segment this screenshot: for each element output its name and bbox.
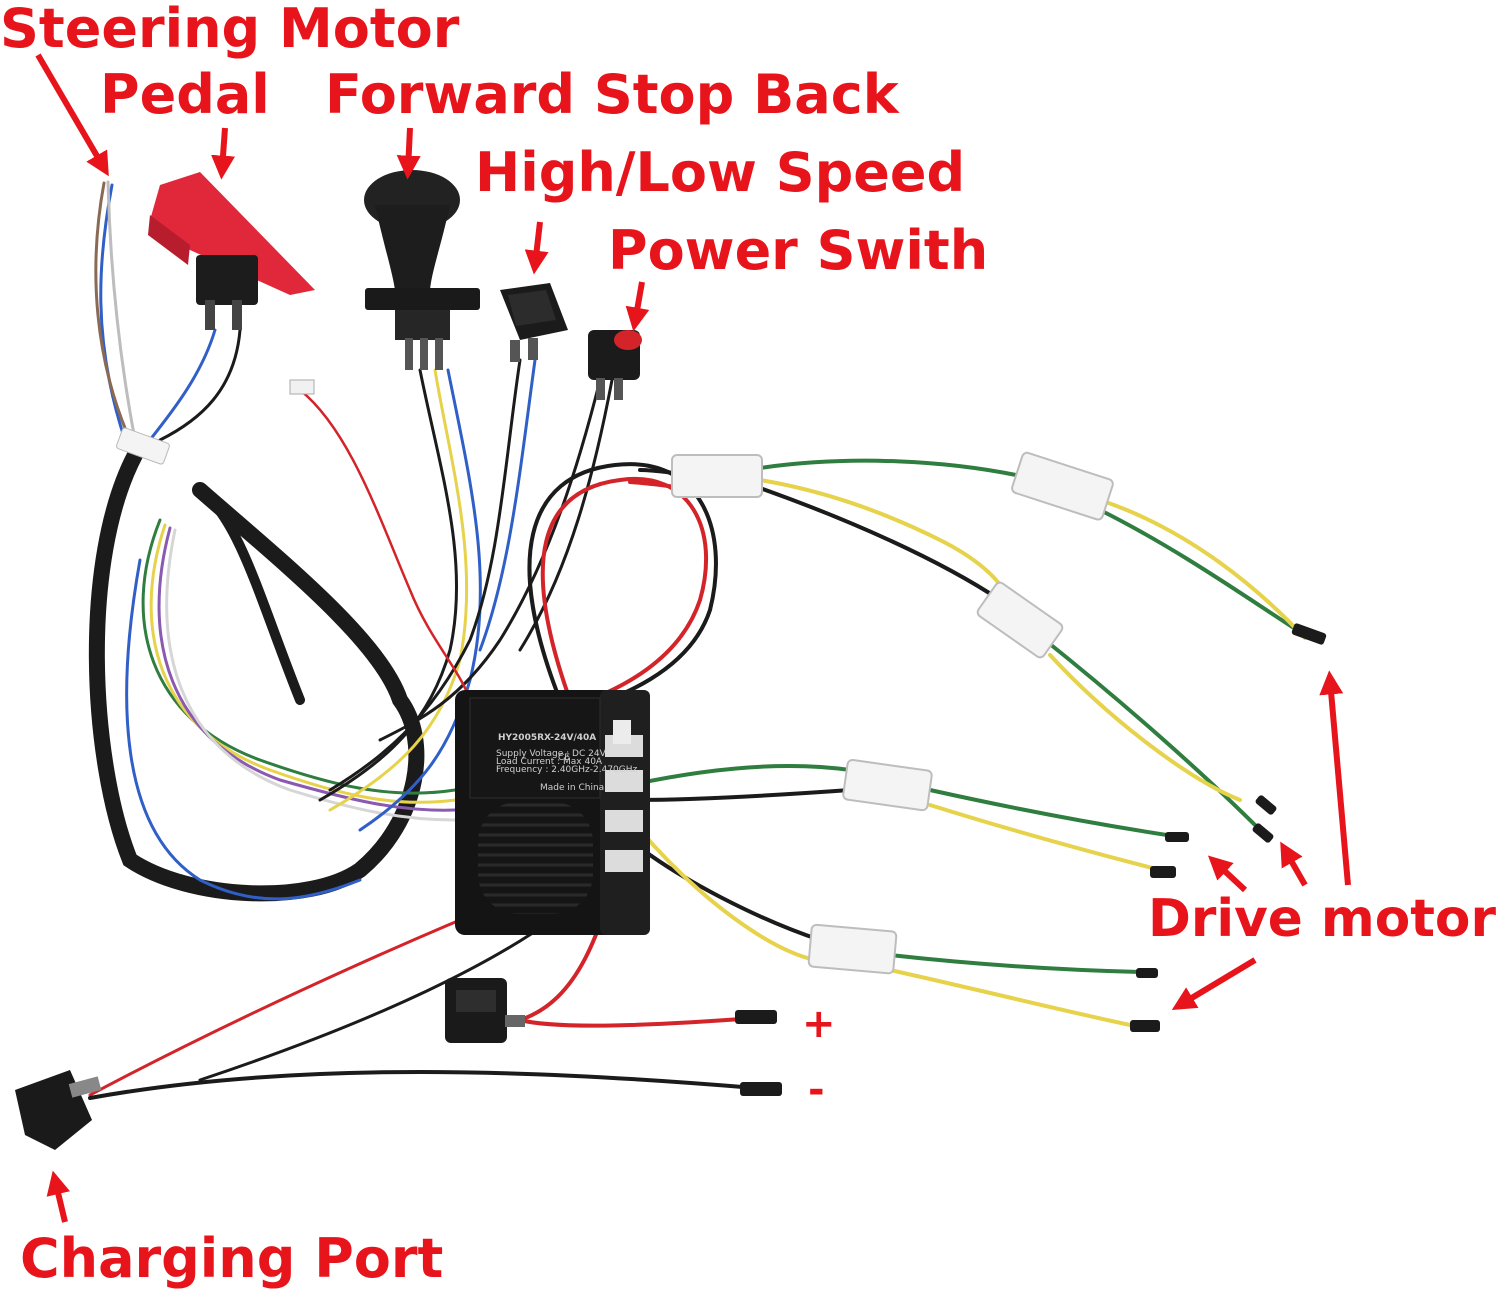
top-wire-black xyxy=(758,486,1002,602)
label-plus: + xyxy=(802,1001,836,1047)
speed-wire-blue xyxy=(478,358,537,652)
gear-knob-icon xyxy=(364,170,480,370)
gear-wire-black xyxy=(318,368,459,802)
controller-frequency: Frequency : 2.40GHz-2.470GHz xyxy=(496,765,638,775)
label-pedal: Pedal xyxy=(100,63,270,126)
steering-wire-white xyxy=(106,180,137,442)
mid-out-yellow xyxy=(928,803,1162,872)
label-power-switch: Power Swith xyxy=(608,219,989,282)
charge-black xyxy=(88,1070,757,1100)
arrow-icon xyxy=(1319,670,1351,886)
arrows xyxy=(35,53,1351,1223)
bundle-yellow xyxy=(149,523,457,804)
controller-model: HY2005RX-24V/40A xyxy=(498,733,596,743)
rocker-switch-icon xyxy=(445,978,525,1043)
bundle-purple xyxy=(157,526,457,812)
label-charging-port: Charging Port xyxy=(20,1227,444,1290)
steering-wire-brown xyxy=(94,181,132,442)
rocker-switch-icon xyxy=(500,283,568,362)
connector-icon xyxy=(1011,451,1114,521)
top-wire-yellow xyxy=(758,478,1012,602)
pedal-wire-blue xyxy=(148,328,217,442)
mid-wire-black xyxy=(628,788,852,802)
top-right-yellow xyxy=(1098,498,1307,640)
power-wire-black xyxy=(378,378,602,742)
label-minus: - xyxy=(808,1067,825,1113)
pedal-wire-black xyxy=(158,328,242,442)
controller-supply: Supply Voltage : DC 24V xyxy=(496,749,607,759)
terminals xyxy=(735,623,1327,1096)
arrow-icon xyxy=(1280,841,1308,887)
connector-icon xyxy=(671,454,763,498)
sleeve-to-pedal xyxy=(195,485,305,705)
arrow-icon xyxy=(211,127,235,180)
main-cable-sleeve xyxy=(88,447,425,902)
low-out-green xyxy=(888,953,1142,974)
speed-wire-black xyxy=(328,358,522,792)
gear-wire-blue xyxy=(358,368,482,832)
loop-wire-red xyxy=(540,476,709,707)
mid-right-yellow xyxy=(1048,653,1242,802)
wires xyxy=(88,180,1307,1100)
low-out-yellow xyxy=(888,968,1132,1027)
controller-current: Load Current : Max 40A xyxy=(496,757,603,767)
top-right-green xyxy=(1098,508,1302,634)
steering-wire-blue xyxy=(99,183,127,442)
connector-icon xyxy=(116,379,315,465)
connector-icon xyxy=(842,758,933,812)
connectors xyxy=(671,451,1114,975)
remote-wire-red xyxy=(298,388,472,702)
push-button-icon xyxy=(588,330,642,400)
bundle-green xyxy=(141,518,457,795)
label-forward-stop-back: Forward Stop Back xyxy=(325,63,899,126)
bundle-blue xyxy=(125,558,362,901)
low-wire-black xyxy=(628,838,822,942)
arrow-icon xyxy=(396,127,421,180)
arrow-icon xyxy=(1171,957,1257,1010)
gear-wire-yellow xyxy=(328,368,469,812)
arrow-icon xyxy=(35,53,109,177)
controller-origin: Made in China xyxy=(540,783,604,793)
label-steering-motor: Steering Motor xyxy=(0,0,460,60)
label-drive-motor: Drive motor xyxy=(1148,889,1496,949)
controller-mark: CE xyxy=(558,753,570,763)
pedal-icon xyxy=(148,172,315,330)
arrow-icon xyxy=(46,1170,71,1223)
charging-port-icon xyxy=(15,1070,102,1150)
mid-out-green xyxy=(928,788,1182,839)
arrow-icon xyxy=(625,281,650,332)
controller-box-icon: HY2005RX-24V/40A Supply Voltage : DC 24V… xyxy=(455,690,650,935)
low-wire-yellow xyxy=(638,828,817,962)
arrow-icon xyxy=(1207,855,1248,893)
arrow-icon xyxy=(524,221,549,275)
connector-icon xyxy=(807,923,898,975)
label-high-low-speed: High/Low Speed xyxy=(475,141,966,204)
top-wire-green xyxy=(758,458,1032,480)
mid-right-green xyxy=(1043,638,1262,832)
mid-wire-green xyxy=(628,763,852,787)
power-wire-black-2 xyxy=(518,378,614,652)
connector-icon xyxy=(976,581,1064,659)
bundle-white xyxy=(165,528,457,822)
